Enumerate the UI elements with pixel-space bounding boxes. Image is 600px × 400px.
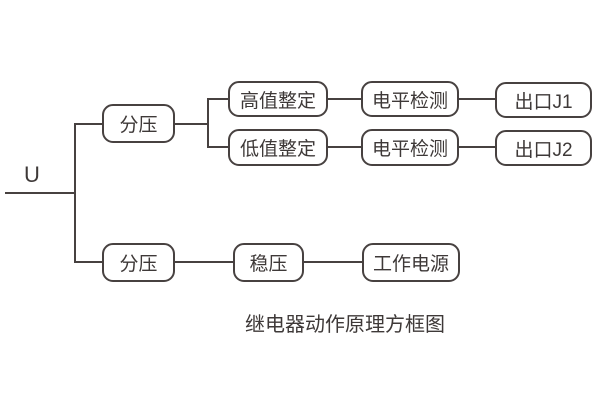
node-voltage-regulator: 稳压 <box>233 243 304 282</box>
node-voltage-divider-bottom: 分压 <box>102 243 175 282</box>
input-voltage-label: U <box>24 162 40 187</box>
node-low-value-setting: 低值整定 <box>228 129 328 166</box>
node-high-value-setting: 高值整定 <box>228 81 328 117</box>
node-level-detection-top: 电平检测 <box>361 81 459 117</box>
diagram-caption: 继电器动作原理方框图 <box>245 314 445 336</box>
node-output-j2: 出口J2 <box>495 130 592 166</box>
node-voltage-divider-top: 分压 <box>102 104 175 143</box>
node-working-power-supply: 工作电源 <box>362 243 460 282</box>
node-output-j1: 出口J1 <box>495 82 592 118</box>
node-level-detection-bottom: 电平检测 <box>361 129 459 166</box>
